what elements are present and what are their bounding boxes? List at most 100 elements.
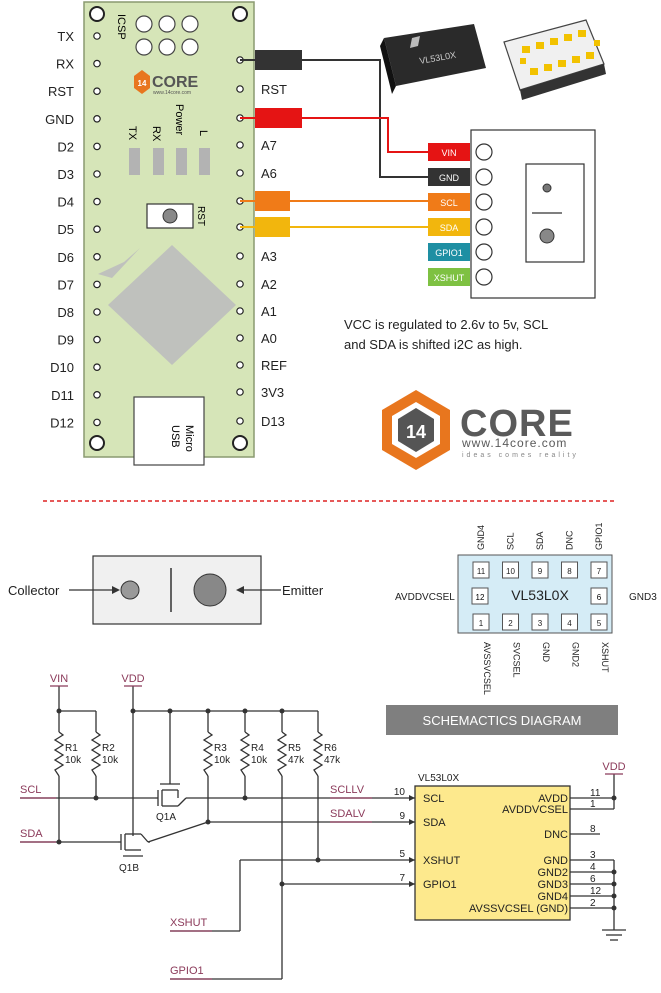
board-pin-hole [93,308,101,316]
board-pin-label-right: REF [261,358,287,373]
resistor-value: 47k [288,755,305,766]
module-pin-tag [428,168,470,186]
chip-pin-name: GND3 [537,879,568,891]
board-pin-label-right: D13 [261,414,285,429]
board-pin-label-left: RX [56,57,74,72]
module-pin-tag [428,243,470,261]
collector-label: Collector [8,583,60,598]
pinout-pad-top [590,561,608,579]
module-pin-label: VIN [441,148,456,158]
board-pin-label-right: A2 [261,277,277,292]
pinout-top-label: GND4 [476,525,486,550]
microcontroller-chip [108,245,236,365]
chip-pin-number: 7 [399,873,405,884]
resistor-value: 10k [214,755,231,766]
transistor-q1a [155,778,187,807]
resistor-value: 10k [102,755,119,766]
icsp-header [135,15,199,56]
pinout-bottom-number: 2 [508,619,513,628]
board-logo: 14 CORE www.14core.com [134,70,199,96]
module-pin-label: GPIO1 [435,248,463,258]
mount-hole-tl [89,6,105,22]
module-pin-hole [475,268,493,286]
logo-url: www.14core.com [461,436,567,450]
chip-pin-number: 5 [399,849,405,860]
chip-pin-number: 3 [590,850,596,861]
resistor-name: R4 [251,743,264,754]
gnd-label-bg [255,50,302,70]
transistor-q1b [118,833,149,857]
board-pin-hole [236,334,244,342]
board-pin-hole [93,115,101,123]
resistor-zigzag-icon [276,731,288,777]
chip-pin-number: 10 [394,787,406,798]
module-pin-label: SDA [440,223,459,233]
led-label-rx: RX [150,126,162,142]
pinout-pad-bottom [472,613,490,631]
chip-pin-name: AVDDVCSEL [502,804,568,816]
chip-pin-name: SDA [423,817,446,829]
pinout-bottom-number: 4 [567,619,572,628]
chip-pin-number: 9 [399,811,405,822]
emitter-lens [193,573,227,607]
pinout-bottom-label: XSHUT [600,642,610,673]
board-pin-label-right: RST [261,82,287,97]
board-logo-url: www.14core.com [153,90,191,96]
note-line-2: and SDA is shifted i2C as high. [344,337,523,352]
board-pin-hole [93,197,101,206]
status-leds [129,148,210,175]
pinout-pad-left [471,587,489,605]
sensor-detail: Collector Emitter [8,555,324,625]
resistor-name: R2 [102,743,115,754]
reset-button[interactable] [146,203,194,229]
board-pin-label-left: RST [48,84,74,99]
board-pin-label-right: A7 [261,138,277,153]
board-pcb [83,1,255,458]
chip-photo-top: VL53L0X [380,24,486,94]
board-pin-label-left: D4 [57,195,74,210]
board-pin-hole [236,417,244,425]
net-label-vdd: VDD [121,673,144,685]
board-pin-label-left: D2 [57,139,74,154]
board-pin-hole [236,307,244,315]
resistor-value: 47k [324,755,341,766]
pinout-top-number: 11 [477,567,486,576]
pinout-pad-bottom [531,613,549,631]
right-pin-column: GNDRST5VA7A6A5A4A3A2A1A0REF3V3D13 [236,53,290,429]
mount-hole-tr [232,6,248,22]
net-label-sda: SDA [20,828,43,840]
net-label-gpio1: GPIO1 [170,965,204,977]
chip-pin-name: SCL [423,793,444,805]
pinout-pad-top [561,561,578,579]
resistor-name: R5 [288,743,301,754]
board-pin-label-left: D5 [57,222,74,237]
net-label-scllv: SCLLV [330,784,365,796]
board-pin-label-right: A1 [261,304,277,319]
svg-text:14: 14 [138,79,147,88]
crystal [98,248,140,278]
board-pin-label-left: GND [45,112,74,127]
board-pin-hole [93,390,101,399]
resistor-name: R6 [324,743,337,754]
board-pin-hole [93,363,101,372]
logo-tagline: ideas comes reality [462,452,579,459]
module-emitter-dot [539,228,555,244]
chip-pin-number: 4 [590,862,596,873]
q1a-label: Q1A [156,812,176,823]
collector-arrow-icon [112,586,120,594]
schematic-title-box [386,705,618,735]
resistor-zigzag-icon [312,731,324,777]
usb-label-line1: Micro [183,425,195,452]
reset-button-knob [162,208,178,224]
net-label-xshut: XSHUT [170,917,208,929]
chip-pin-name: GND [544,855,569,867]
pinout-bottom-label: GND2 [571,642,581,667]
pinout-pad-top [502,561,519,579]
board-pin-label-right: 3V3 [261,385,284,400]
pinout-bottom-number: 3 [538,619,543,628]
board-pin-hole [236,388,244,396]
pinout-top-label: SCL [506,532,516,550]
module-pin-tag [428,218,470,236]
